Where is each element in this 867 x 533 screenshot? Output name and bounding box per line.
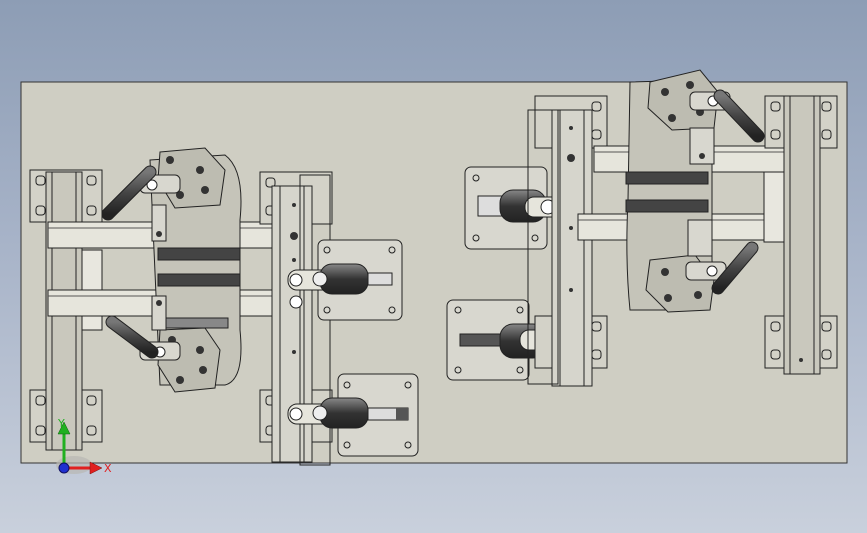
right-vertical-post	[783, 95, 821, 375]
axis-x-label: X	[104, 462, 112, 475]
toggle-clamp-left-lower[interactable]	[105, 295, 221, 393]
origin-dot-icon	[58, 462, 70, 474]
right-fixture-group[interactable]	[446, 69, 838, 387]
toggle-clamp-left-upper[interactable]	[101, 147, 226, 242]
axis-y-label: Y	[57, 417, 65, 430]
push-clamp-mid-upper[interactable]	[287, 239, 403, 321]
toggle-clamp-right-lower[interactable]	[645, 219, 759, 313]
toggle-clamp-right-upper[interactable]	[647, 69, 765, 165]
push-clamp-mid-lower[interactable]	[287, 373, 419, 457]
left-fixture-group[interactable]	[29, 147, 419, 466]
coordinate-triad: Y X	[56, 417, 112, 475]
